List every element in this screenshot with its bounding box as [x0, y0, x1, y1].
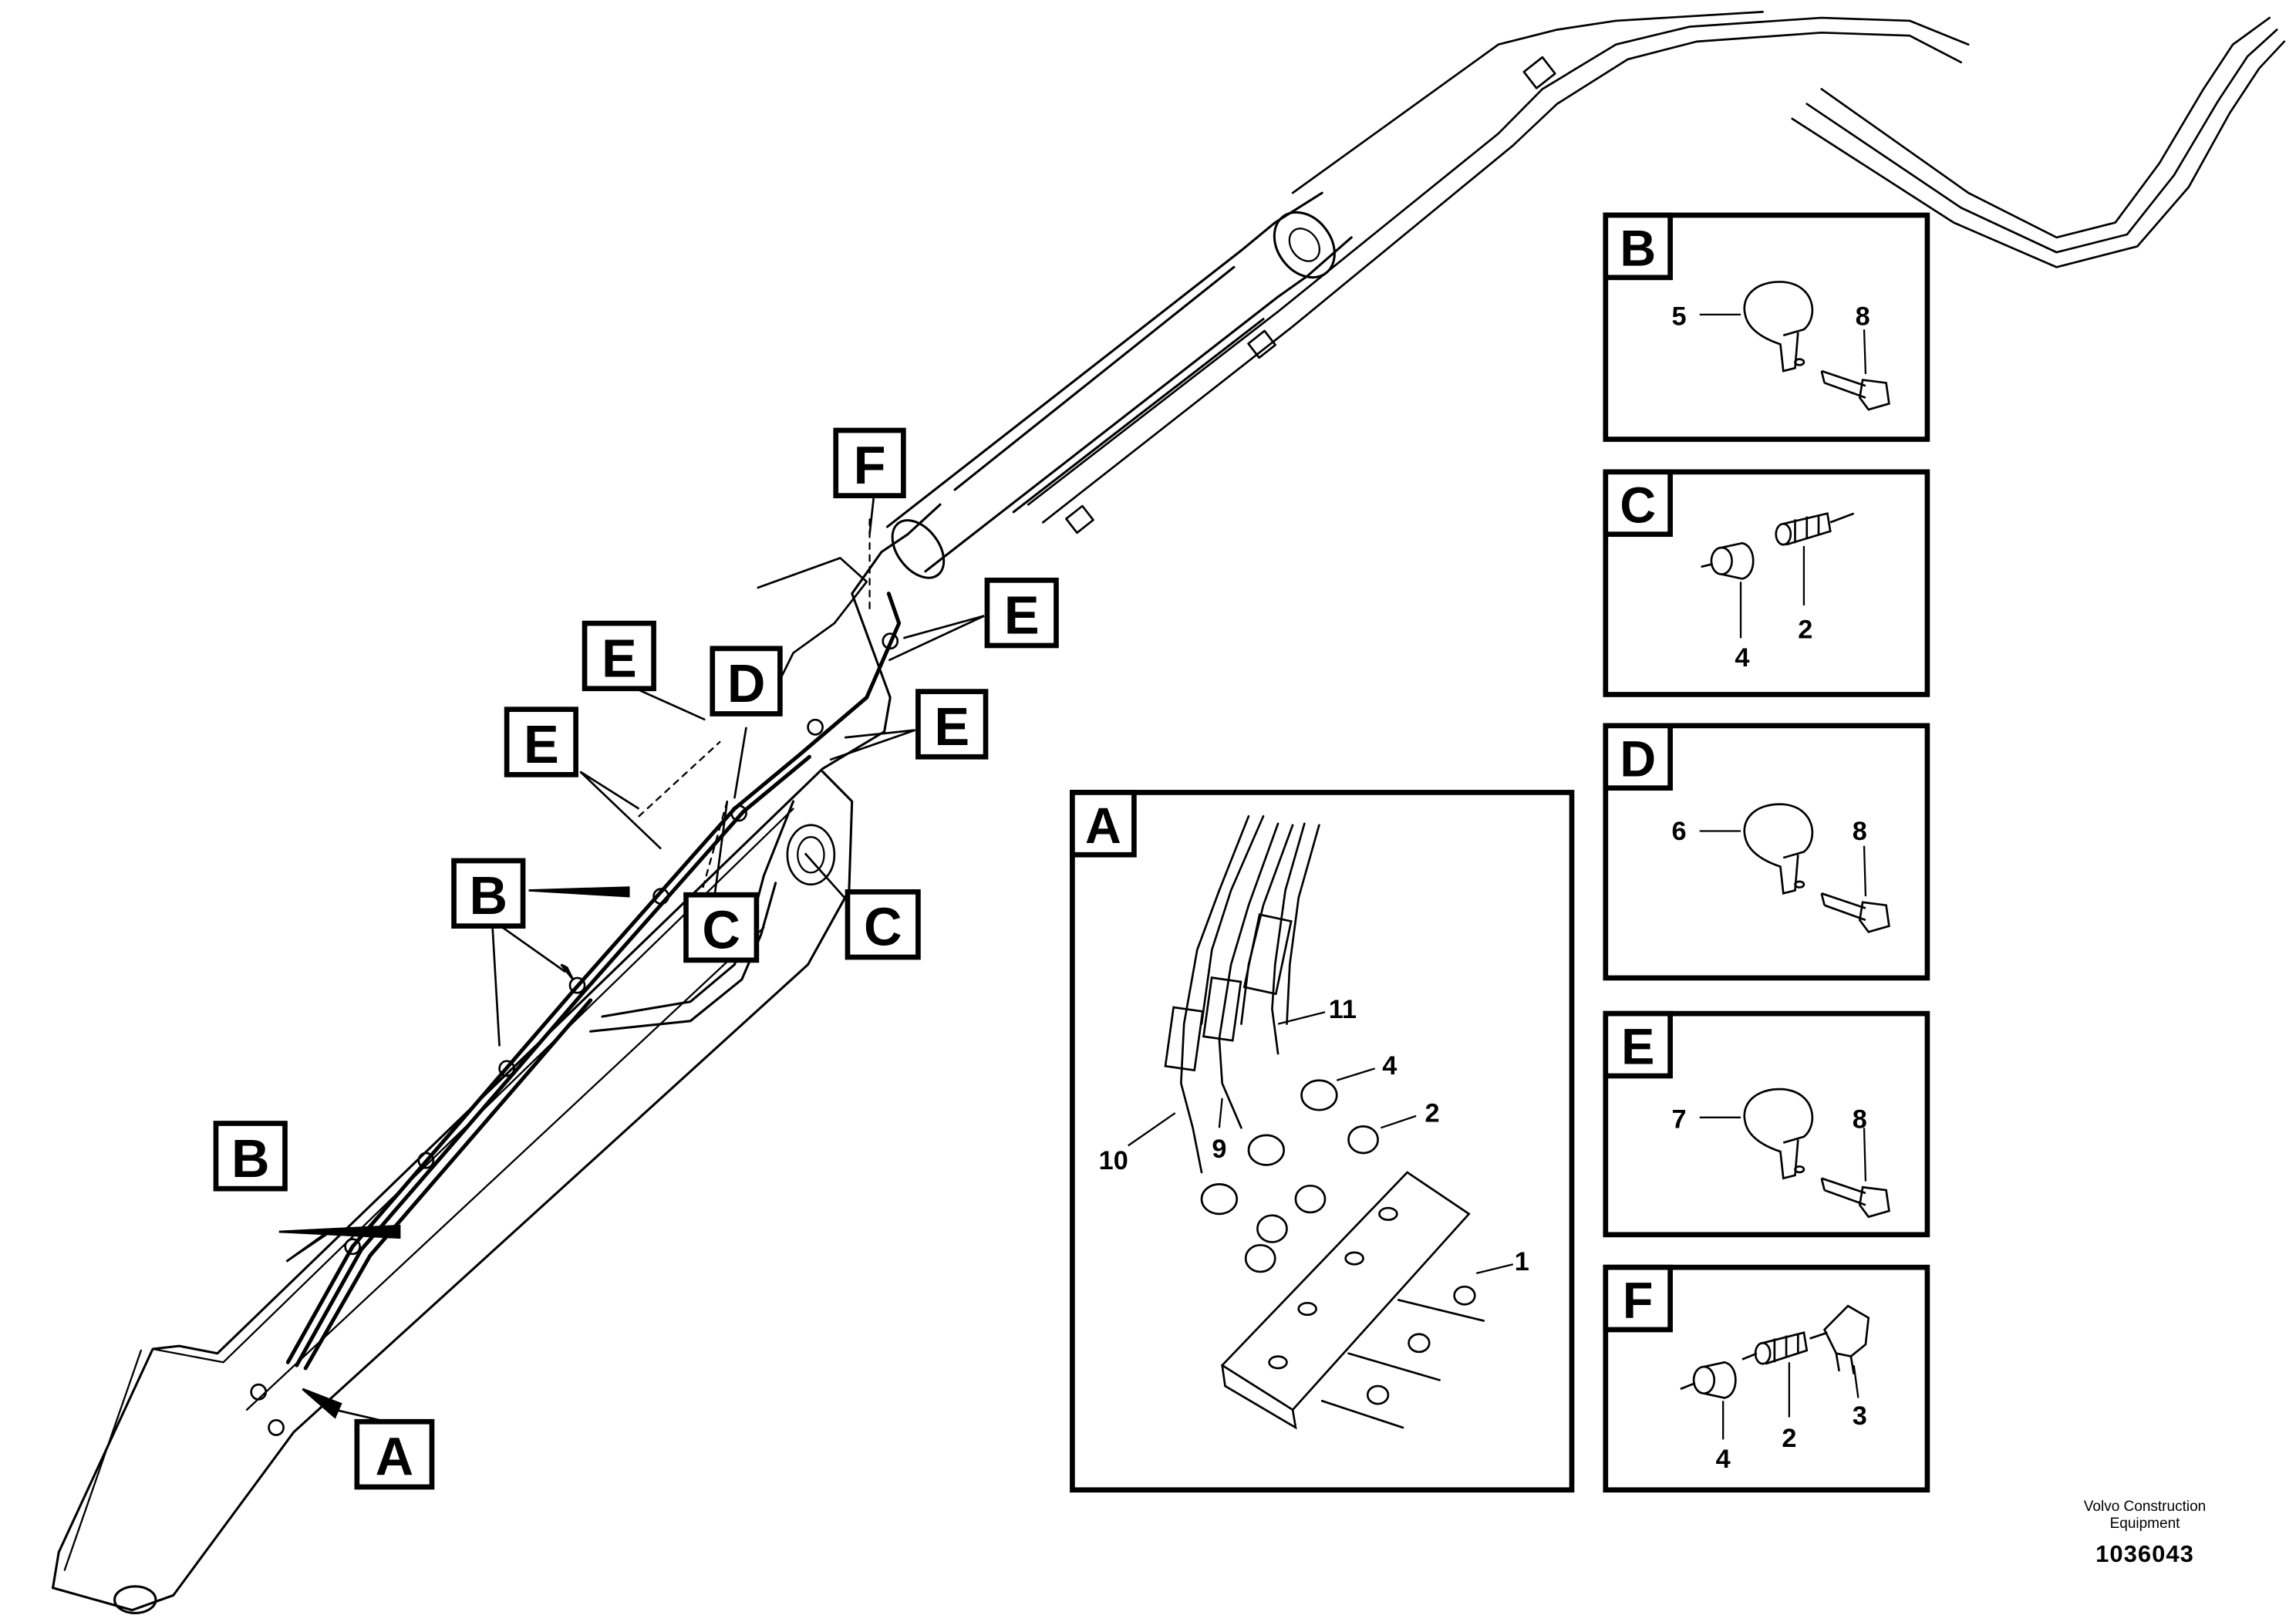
callout-e-top-left: E: [582, 620, 656, 692]
label-5: 5: [1672, 302, 1687, 331]
clamp-icon: [1743, 803, 1814, 895]
label-1: 1: [1515, 1247, 1529, 1276]
detail-a-leaders: [1128, 1011, 1514, 1274]
bushing-icon: [1680, 1361, 1737, 1399]
label-11: 11: [1329, 995, 1357, 1024]
detail-panel-b: B 5 8: [1603, 212, 1930, 442]
label-8: 8: [1856, 302, 1870, 331]
svg-text:C: C: [1620, 477, 1656, 533]
callout-f: F: [833, 427, 906, 499]
label-3: 3: [1853, 1401, 1867, 1431]
label-8: 8: [1853, 817, 1867, 846]
svg-text:D: D: [727, 654, 766, 713]
svg-text:F: F: [1623, 1272, 1654, 1328]
svg-text:E: E: [524, 715, 559, 774]
label-2: 2: [1798, 615, 1812, 644]
callout-d: D: [710, 646, 783, 717]
callout-e-right-upper: E: [984, 577, 1059, 649]
bushing-icon: [1701, 541, 1755, 580]
callout-a: A: [354, 1418, 435, 1490]
leader-lines: [278, 494, 985, 1423]
label-10: 10: [1099, 1146, 1128, 1175]
svg-text:C: C: [702, 900, 740, 959]
svg-text:D: D: [1620, 730, 1656, 787]
callout-c-left: C: [683, 892, 760, 963]
label-4: 4: [1382, 1051, 1397, 1081]
label-9: 9: [1212, 1135, 1226, 1164]
detail-panel-f: F 4 2 3: [1603, 1264, 1930, 1493]
callout-e-left: E: [504, 706, 578, 777]
label-6: 6: [1672, 817, 1687, 846]
drawing-number: 1036043: [2095, 1540, 2194, 1567]
svg-text:A: A: [376, 1427, 414, 1486]
svg-text:A: A: [1085, 798, 1121, 854]
elbow-connector-icon: [1809, 1304, 1870, 1374]
callout-b-lower: B: [213, 1121, 288, 1192]
callout-c-right: C: [845, 889, 921, 960]
svg-text:B: B: [231, 1128, 270, 1188]
hose-assembly: [1164, 814, 1485, 1430]
detail-panel-d: D 6 8: [1603, 723, 1930, 981]
svg-text:E: E: [1004, 585, 1040, 645]
detail-panel-a: A: [1070, 790, 1575, 1493]
svg-text:E: E: [934, 697, 969, 757]
credit-block: Volvo Construction Equipment 1036043: [2068, 1499, 2222, 1568]
svg-text:C: C: [864, 897, 902, 956]
svg-text:B: B: [470, 866, 508, 926]
callout-e-right-lower: E: [915, 689, 989, 760]
label-8: 8: [1853, 1104, 1867, 1134]
clamp-icon: [1743, 281, 1814, 373]
label-7: 7: [1672, 1104, 1687, 1134]
svg-text:F: F: [854, 436, 886, 495]
boom-assembly: [52, 11, 2286, 1614]
adapter-icon: [1775, 512, 1855, 546]
clamp-icon: [1743, 1088, 1814, 1180]
svg-text:B: B: [1620, 220, 1656, 276]
svg-text:E: E: [1621, 1018, 1654, 1074]
callout-b-upper: B: [451, 858, 526, 929]
detail-panel-c: C 4 2: [1603, 469, 1930, 697]
svg-text:E: E: [602, 629, 637, 688]
label-2: 2: [1782, 1424, 1796, 1453]
detail-panel-e: E 7 8: [1603, 1010, 1930, 1238]
label-4: 4: [1716, 1445, 1731, 1474]
manufacturer-name: Volvo Construction Equipment: [2083, 1499, 2207, 1532]
adapter-icon: [1741, 1331, 1809, 1365]
label-2: 2: [1425, 1098, 1440, 1128]
label-4: 4: [1735, 643, 1749, 673]
bolt-icon: [1820, 369, 1890, 411]
bolt-icon: [1820, 892, 1890, 933]
bolt-icon: [1820, 1177, 1890, 1219]
